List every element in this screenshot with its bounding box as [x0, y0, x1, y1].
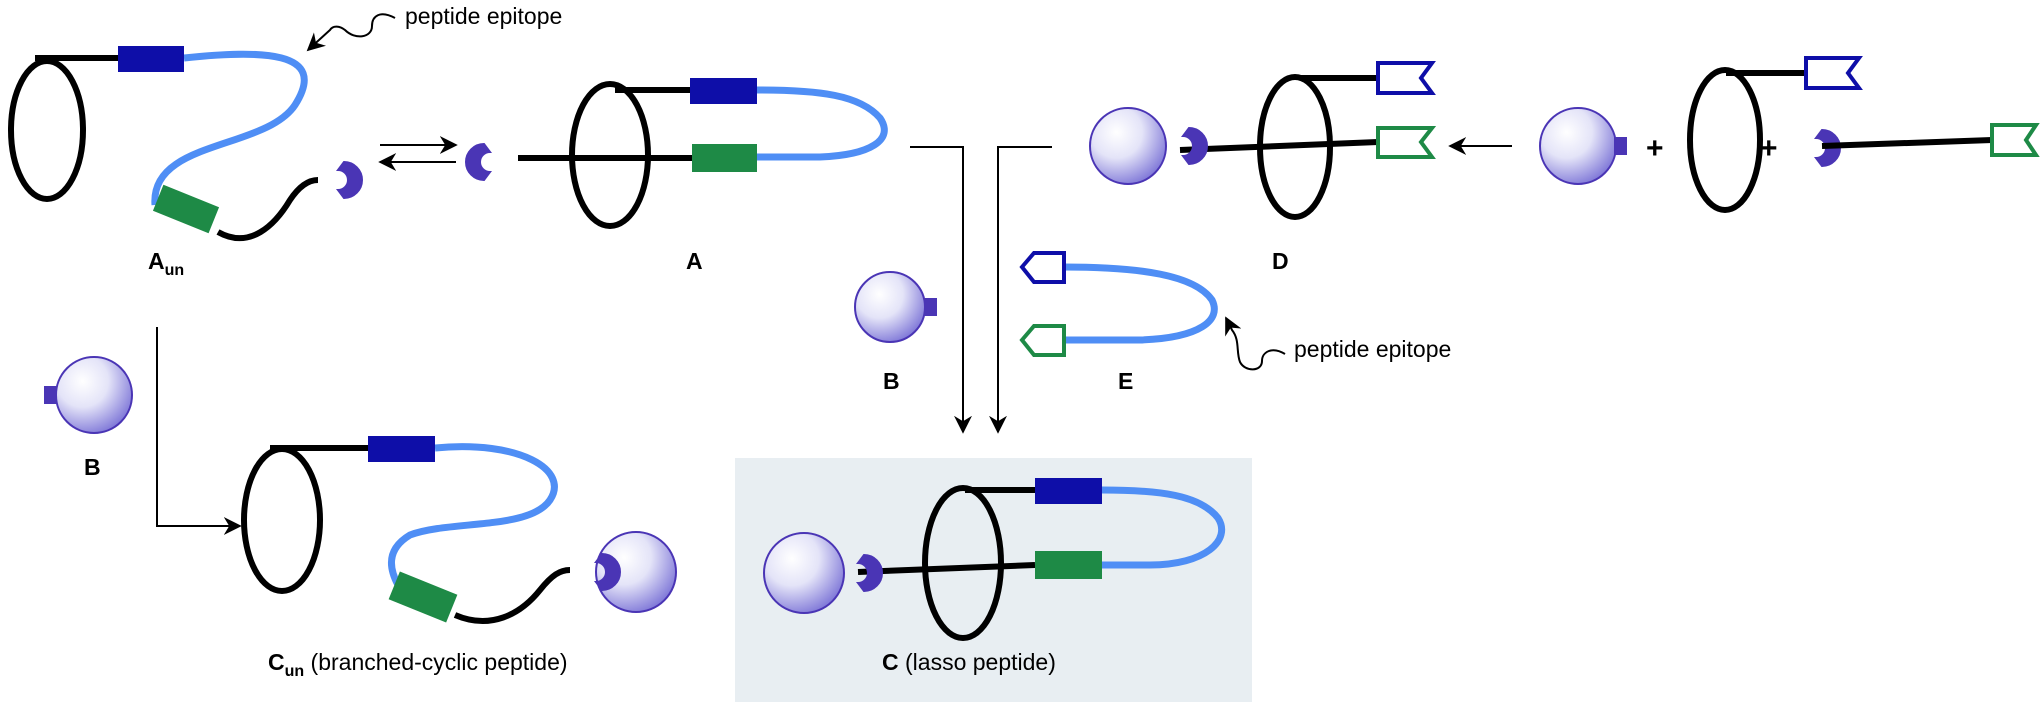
label-e: E [1118, 368, 1133, 394]
green-block [388, 571, 458, 623]
peptide-epitope-loop [1101, 486, 1226, 569]
green-block [1035, 551, 1102, 579]
dark-blue-connector [1019, 251, 1066, 284]
dark-blue-block [1035, 478, 1102, 504]
c-lasso-structure [763, 478, 1226, 641]
label-c: C (lasso peptide) [882, 649, 1056, 675]
component-macrocycle [1687, 56, 1863, 213]
macrocycle-ring [241, 446, 323, 594]
d-structure [1089, 61, 1437, 220]
b-sphere-left [44, 356, 133, 434]
component-sphere [1539, 107, 1627, 185]
dark-blue-connector [1376, 61, 1436, 95]
epitope-label-2: peptide epitope [1294, 336, 1451, 362]
equilibrium-arrows [378, 136, 458, 171]
label-a-un: Aun [148, 248, 184, 279]
dark-blue-block [690, 78, 757, 104]
label-b-left: B [84, 454, 101, 480]
dark-blue-block [368, 436, 435, 462]
green-connector [1019, 324, 1066, 357]
peptide-epitope-loop [151, 50, 308, 206]
label-a: A [686, 248, 703, 274]
component-thread [1814, 123, 2040, 168]
green-connector [1376, 126, 1437, 159]
converging-arrows [910, 146, 1052, 434]
reaction-arrow-to-c-un [156, 327, 242, 535]
label-b-middle: B [883, 368, 900, 394]
a-un-structure [8, 46, 363, 242]
plus-sign-1: + [1646, 132, 1664, 165]
label-d: D [1272, 248, 1289, 274]
c-un-structure [241, 436, 677, 624]
a-threaded-structure [465, 78, 888, 229]
peptide-epitope-loop [387, 443, 558, 587]
epitope-pointer-2 [1225, 316, 1286, 371]
label-c-un: Cun (branched-cyclic peptide) [268, 649, 568, 680]
e-peptide-fragment [1019, 251, 1218, 357]
binding-moiety-icon [336, 160, 363, 200]
b-sphere-middle [854, 271, 937, 343]
peptide-epitope-loop [756, 86, 888, 161]
dark-blue-connector [1804, 56, 1863, 90]
epitope-pointer-1 [306, 13, 396, 52]
green-connector [1990, 123, 2040, 157]
macrocycle-ring [922, 485, 1004, 641]
plus-sign-2: + [1760, 132, 1778, 165]
macrocycle-ring [8, 58, 86, 202]
binding-moiety-icon [465, 142, 492, 182]
epitope-label-1: peptide epitope [405, 3, 562, 29]
dark-blue-block [118, 46, 184, 72]
green-block [152, 184, 220, 234]
green-block [692, 144, 757, 172]
